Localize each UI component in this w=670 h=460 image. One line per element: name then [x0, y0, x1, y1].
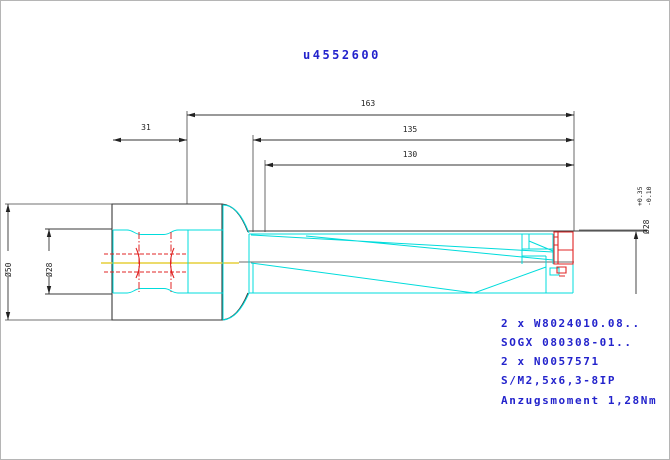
dimension-lines: [7, 114, 637, 320]
note-screw-type: S/M2,5x6,3-8IP: [501, 374, 616, 387]
clamp-shank-section: [112, 229, 223, 294]
dim-label-dia28-right: Ø28: [641, 219, 651, 234]
note-torque: Anzugsmoment 1,28Nm: [501, 394, 657, 407]
note-insert1: 2 x W8024010.08..: [501, 317, 641, 330]
parts-notes: 2 x W8024010.08.. SOGX 080308-01.. 2 x N…: [501, 317, 657, 407]
cyan-tool: [112, 204, 574, 321]
drill-body-edges: [248, 233, 553, 294]
dim-label-163: 163: [361, 99, 376, 108]
tool-flange-taper: [222, 204, 250, 321]
insert-outline: [553, 231, 574, 277]
hidden-bore-lines: [104, 253, 187, 273]
red-details: [104, 231, 574, 292]
dim-label-dia50: Ø50: [3, 262, 13, 277]
dim-label-130: 130: [403, 150, 418, 159]
drawing-title: u4552600: [303, 48, 381, 62]
note-insert2: SOGX 080308-01..: [501, 336, 633, 349]
dim-label-135: 135: [403, 125, 418, 134]
bore-arcs: [135, 247, 175, 279]
dim-tol-lower: -0.10: [645, 186, 653, 206]
dimensions: 163 135 130 31 Ø50 Ø28 Ø28 +0.35 -0.10: [3, 99, 653, 321]
tip-pocket-detail: [481, 234, 574, 294]
cut-diameter-dimension: Ø28 +0.35 -0.10: [636, 186, 653, 234]
shank-edges: [45, 228, 112, 295]
note-screw-qty: 2 x N0057571: [501, 355, 600, 368]
dimension-arrowheads: [5, 112, 639, 320]
flute-lines: [250, 234, 554, 294]
hidden-bore-axes: [138, 232, 172, 292]
dim-tol-upper: +0.35: [636, 186, 644, 206]
holder-outline: [45, 203, 647, 321]
dim-label-dia28-left: Ø28: [44, 262, 54, 277]
extension-lines: [5, 111, 647, 321]
flange-outline: [111, 203, 223, 321]
dim-label-31: 31: [141, 123, 151, 132]
